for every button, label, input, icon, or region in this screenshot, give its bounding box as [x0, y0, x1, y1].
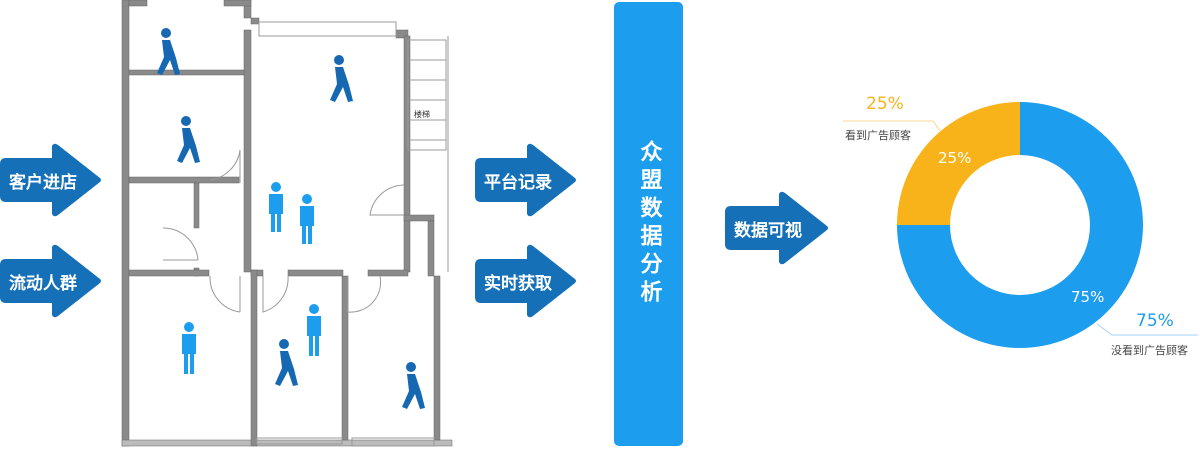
arrow-label: 实时获取 — [484, 273, 552, 294]
arrow-label: 平台记录 — [484, 172, 552, 193]
walking-person-icon — [157, 28, 425, 409]
arrow-label: 客户进店 — [9, 172, 77, 193]
inner-label-seen: 25% — [938, 149, 972, 167]
arrow-label: 数据可视 — [734, 220, 802, 241]
analysis-bar: 众盟数据分析 — [614, 2, 683, 446]
slice-not-seen-ad — [897, 102, 1143, 348]
arrow-customer-enter: 客户进店 — [0, 142, 102, 218]
floor-plan: 楼梯 — [121, 0, 453, 447]
arrow-platform-record: 平台记录 — [475, 142, 577, 218]
stairs-label: 楼梯 — [414, 109, 430, 119]
arrow-label: 流动人群 — [9, 273, 77, 294]
arrow-data-visualize: 数据可视 — [725, 190, 829, 266]
legend-seen: 看到广告顾客 — [845, 129, 911, 142]
arrow-foot-traffic: 流动人群 — [0, 243, 102, 319]
standing-person-icon — [182, 182, 321, 374]
inner-label-not-seen: 75% — [1071, 288, 1105, 306]
outer-pct-not-seen: 75% — [1136, 311, 1174, 331]
outer-pct-seen: 25% — [866, 94, 904, 114]
legend-not-seen: 没看到广告顾客 — [1111, 344, 1188, 357]
analysis-bar-label: 众盟数据分析 — [636, 140, 662, 308]
arrow-realtime-capture: 实时获取 — [475, 243, 577, 319]
